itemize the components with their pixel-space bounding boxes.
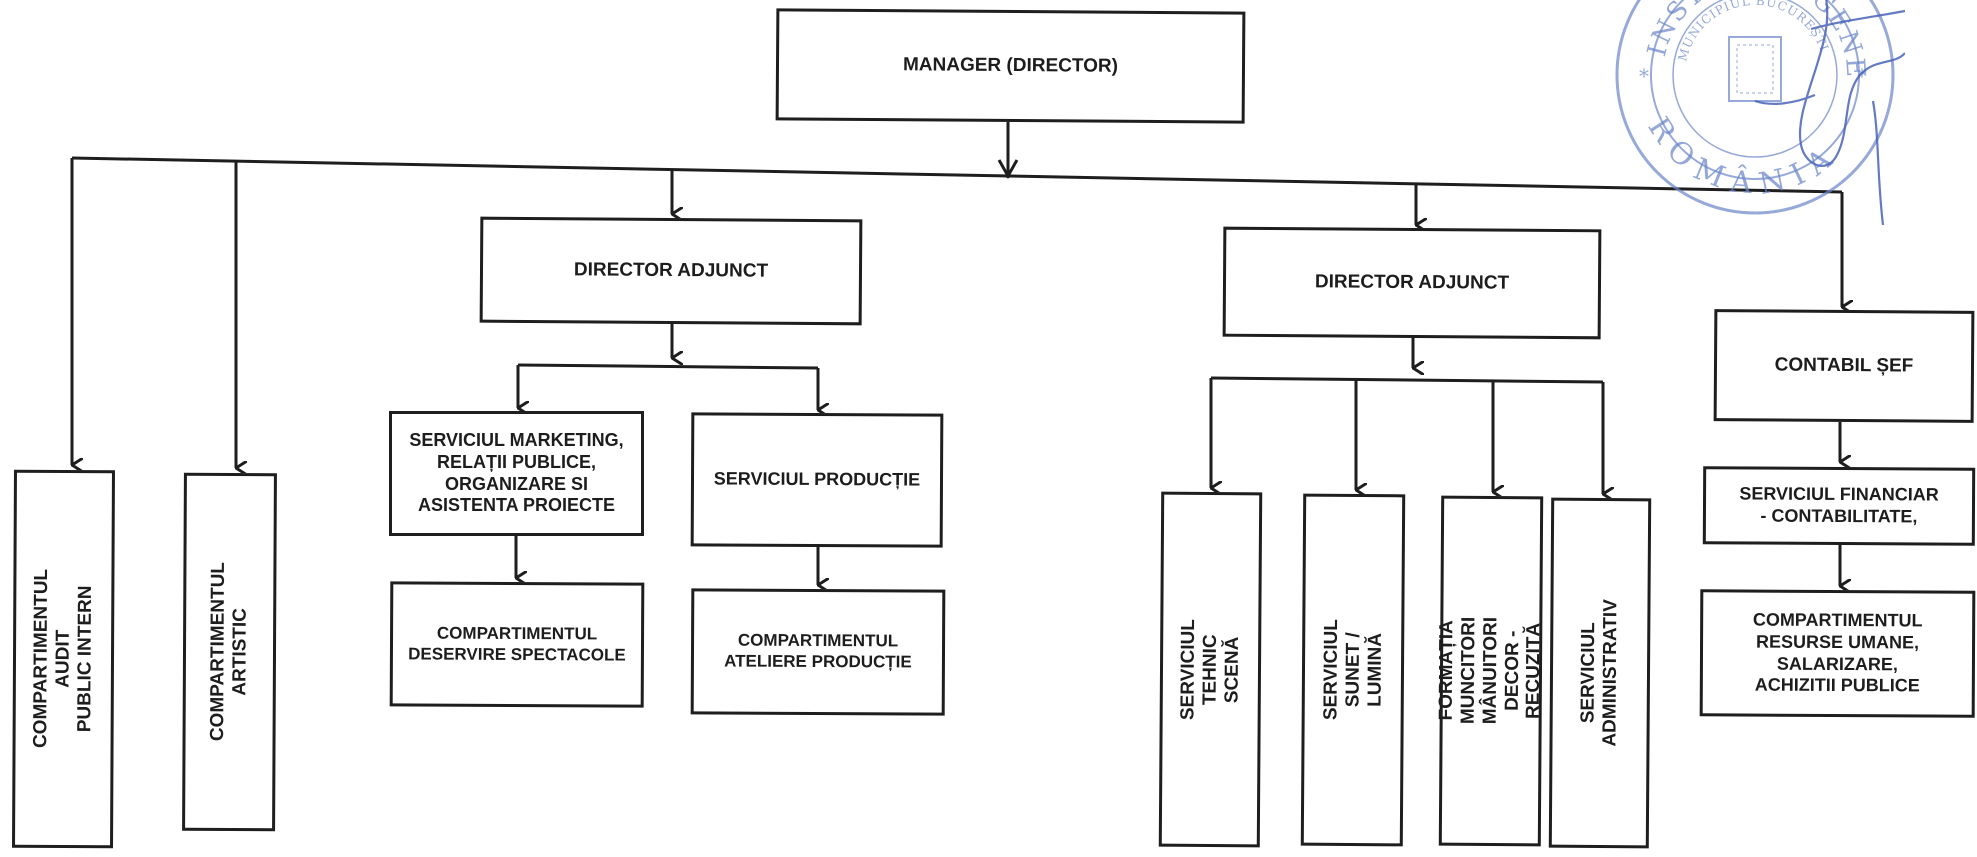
audit-label: COMPARTIMENTUL AUDIT PUBLIC INTERN xyxy=(30,569,96,749)
stamp-star-left: * xyxy=(1639,64,1649,88)
signature-scribble xyxy=(1754,0,1905,225)
marketing-label: SERVICIUL MARKETING, RELAȚII PUBLICE, OR… xyxy=(409,429,624,516)
hr-box: COMPARTIMENTUL RESURSE UMANE, SALARIZARE… xyxy=(1699,589,1976,718)
deputy-left-box: DIRECTOR ADJUNCT xyxy=(479,216,863,326)
production-box: SERVICIUL PRODUCȚIE xyxy=(690,412,944,548)
main-bus-line xyxy=(71,156,1843,194)
chief-accountant-box: CONTABIL ȘEF xyxy=(1713,309,1975,423)
workers-label: FORMAȚIA MUNCITORI MÂNUITORI DECOR - REC… xyxy=(1436,617,1546,725)
official-stamp: ROMÂNIA INSTITUȚII GENERAL MUNICIPIUL BU… xyxy=(1605,0,1905,225)
administrative-box: SERVICIUL ADMINISTRATIV xyxy=(1548,497,1652,849)
artistic-label: COMPARTIMENTUL ARTISTIC xyxy=(207,562,251,742)
financial-label: SERVICIUL FINANCIAR - CONTABILITATE, xyxy=(1739,483,1939,527)
show-service-box: COMPARTIMENTUL DESERVIRE SPECTACOLE xyxy=(389,581,645,708)
workers-box: FORMAȚIA MUNCITORI MÂNUITORI DECOR - REC… xyxy=(1436,495,1546,847)
administrative-label: SERVICIUL ADMINISTRATIV xyxy=(1577,599,1622,747)
manager-box: MANAGER (DIRECTOR) xyxy=(775,8,1246,124)
workshops-label: COMPARTIMENTUL ATELIERE PRODUCȚIE xyxy=(724,630,912,672)
show-service-label: COMPARTIMENTUL DESERVIRE SPECTACOLE xyxy=(408,623,626,665)
sound-light-label: SERVICIUL SUNET / LUMINĂ xyxy=(1319,619,1386,721)
sound-light-box: SERVICIUL SUNET / LUMINĂ xyxy=(1300,493,1406,847)
technical-stage-box: SERVICIUL TEHNIC SCENĂ xyxy=(1158,491,1263,848)
chief-accountant-label: CONTABIL ȘEF xyxy=(1774,354,1914,377)
hr-label: COMPARTIMENTUL RESURSE UMANE, SALARIZARE… xyxy=(1752,609,1923,696)
deputy-right-label: DIRECTOR ADJUNCT xyxy=(1314,271,1510,295)
marketing-box: SERVICIUL MARKETING, RELAȚII PUBLICE, OR… xyxy=(389,411,644,536)
workshops-box: COMPARTIMENTUL ATELIERE PRODUCȚIE xyxy=(690,588,946,716)
technical-stage-label: SERVICIUL TEHNIC SCENĂ xyxy=(1177,618,1243,720)
stamp-star-right: * xyxy=(1857,64,1867,88)
deputy-right-box: DIRECTOR ADJUNCT xyxy=(1222,226,1602,340)
production-label: SERVICIUL PRODUCȚIE xyxy=(713,468,921,490)
financial-box: SERVICIUL FINANCIAR - CONTABILITATE, xyxy=(1702,466,1976,546)
deputy-left-label: DIRECTOR ADJUNCT xyxy=(573,259,769,283)
bus-deputy-left xyxy=(517,363,819,370)
artistic-box: COMPARTIMENTUL ARTISTIC xyxy=(182,472,277,832)
audit-box: COMPARTIMENTUL AUDIT PUBLIC INTERN xyxy=(12,469,115,849)
bus-deputy-right xyxy=(1210,376,1604,384)
manager-label: MANAGER (DIRECTOR) xyxy=(902,54,1119,78)
